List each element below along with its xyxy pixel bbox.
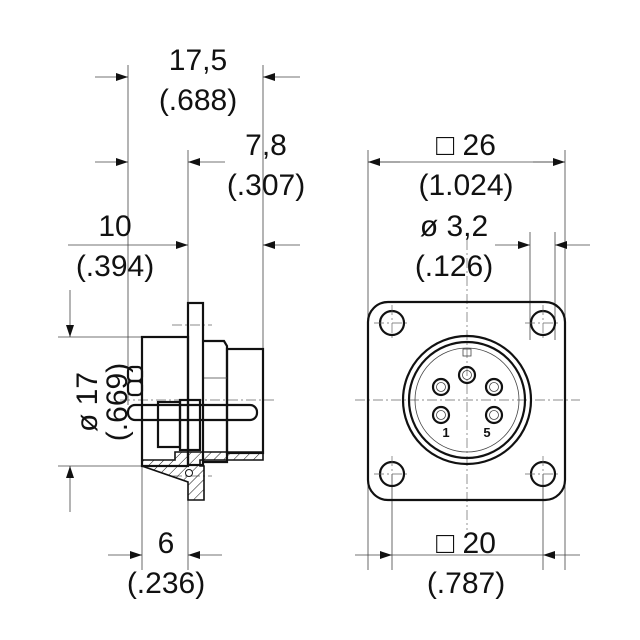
hole-spacing-inch: (.787) (427, 567, 505, 600)
pin-label-5: 5 (483, 425, 490, 440)
hole-diameter-inch: (.126) (415, 250, 493, 283)
dimension-arrows-side (66, 73, 300, 559)
front-view: 1 5 (366, 300, 567, 502)
overall-length-inch: (.688) (159, 84, 237, 117)
flange-offset-inch: (.236) (127, 567, 205, 600)
hole-diameter-mm: ø 3,2 (420, 210, 488, 243)
extension-lines-side (58, 65, 264, 570)
dimension-arrows-front (355, 158, 590, 559)
flange-square-mm: □ 26 (436, 129, 496, 162)
hole-spacing-mm: □ 20 (436, 527, 496, 560)
rear-length-mm: 10 (98, 210, 131, 243)
contact-pins (431, 365, 504, 425)
mounting-holes (374, 305, 561, 492)
diameter-mm: ø 17 (71, 372, 104, 432)
front-length-inch: (.307) (227, 169, 305, 202)
front-length-mm: 7,8 (245, 129, 287, 162)
pin-label-1: 1 (442, 425, 449, 440)
flange-offset-mm: 6 (158, 527, 175, 560)
overall-length-mm: 17,5 (169, 44, 227, 77)
side-view (120, 301, 275, 501)
rear-length-inch: (.394) (76, 250, 154, 283)
flange-square-inch: (1.024) (418, 169, 513, 202)
diameter-inch: (.669) (101, 363, 134, 441)
